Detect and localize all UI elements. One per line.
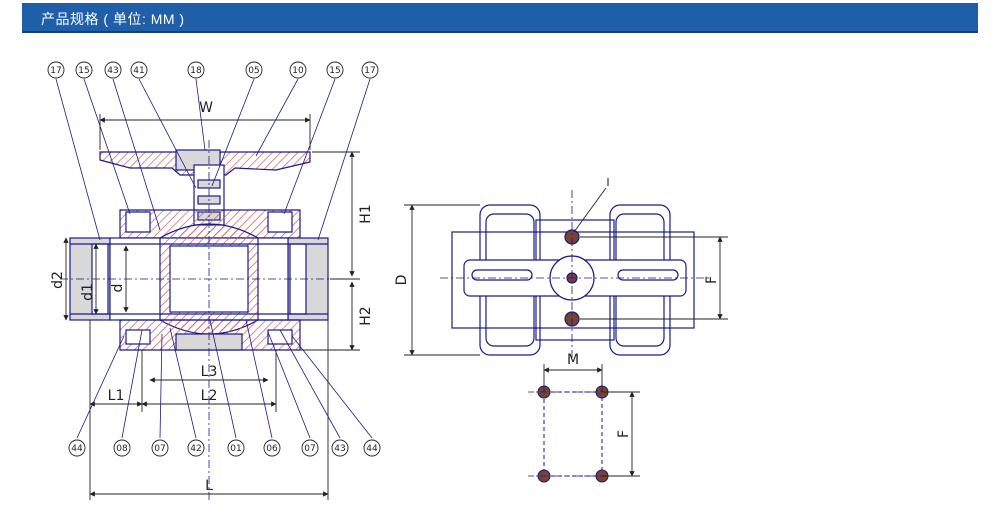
- callout-circle: [47, 61, 65, 79]
- callout-number: 15: [329, 66, 340, 76]
- dimension-lines: [63, 114, 728, 500]
- callout-number: 17: [364, 66, 375, 76]
- callout-circle: [363, 439, 381, 457]
- dim-f-bottom-label: F: [616, 430, 632, 438]
- dim-w-label: W: [199, 100, 213, 116]
- callout-circle: [130, 61, 148, 79]
- dim-l1-label: L1: [108, 388, 125, 404]
- callout-number: 41: [133, 66, 144, 76]
- mounting-hole-pattern: [528, 385, 618, 483]
- dim-d2-label: d2: [50, 271, 66, 289]
- callout-circle: [289, 61, 307, 79]
- dim-d1-label: d1: [80, 283, 96, 301]
- dim-l-label: L: [205, 478, 213, 494]
- callout-circle: [361, 61, 379, 79]
- dimension-labels: W H1 H2 d2 d1 d L1 L2 L3 L D F M F I: [50, 100, 720, 494]
- callout-number: 43: [107, 66, 118, 76]
- callout-number: 05: [248, 66, 259, 76]
- callout-leaders: [55, 78, 373, 439]
- callout-number: 15: [78, 66, 89, 76]
- callout-circle: [227, 439, 245, 457]
- callout-circle: [326, 61, 344, 79]
- callout-number: 42: [190, 444, 201, 454]
- front-view: [440, 190, 710, 360]
- callout-number: 43: [334, 444, 345, 454]
- callout-number: 07: [154, 444, 165, 454]
- callout-circle: [331, 439, 349, 457]
- section-title: 产品规格 ( 单位: MM ): [41, 11, 185, 27]
- callout-circle: [187, 61, 205, 79]
- callout-circle: [245, 61, 263, 79]
- callouts-top: 17 15 43 41 18 05 10 15 17: [47, 61, 379, 79]
- callout-number: 08: [116, 444, 128, 454]
- callout-circle: [187, 439, 205, 457]
- callout-circle: [301, 439, 319, 457]
- dim-h1-label: H1: [358, 204, 374, 223]
- callouts-bottom: 44 08 07 42 01 06 07 43 44: [68, 439, 381, 457]
- dim-m-label: M: [567, 352, 579, 368]
- section-header: 产品规格 ( 单位: MM ): [22, 3, 978, 33]
- dim-l2-label: L2: [201, 388, 218, 404]
- callout-number: 44: [366, 444, 378, 454]
- dim-d-label: d: [110, 284, 126, 293]
- callout-circle: [104, 61, 122, 79]
- callout-number: 06: [266, 444, 278, 454]
- dim-l3-label: L3: [201, 364, 218, 380]
- callout-number: 18: [190, 66, 202, 76]
- dim-h2-label: H2: [358, 306, 374, 325]
- callout-number: 07: [304, 444, 315, 454]
- dim-d-outer-label: D: [394, 275, 410, 286]
- callout-number: 10: [292, 66, 304, 76]
- callout-number: 01: [230, 444, 241, 454]
- callout-circle: [68, 439, 86, 457]
- dim-f-label: F: [704, 276, 720, 284]
- callout-circle: [75, 61, 93, 79]
- callout-circle: [263, 439, 281, 457]
- section-view: [60, 140, 340, 500]
- callout-circle: [113, 439, 131, 457]
- callout-circle: [151, 439, 169, 457]
- callout-number: 17: [50, 66, 61, 76]
- dim-i-label: I: [606, 176, 609, 189]
- callout-number: 44: [71, 444, 83, 454]
